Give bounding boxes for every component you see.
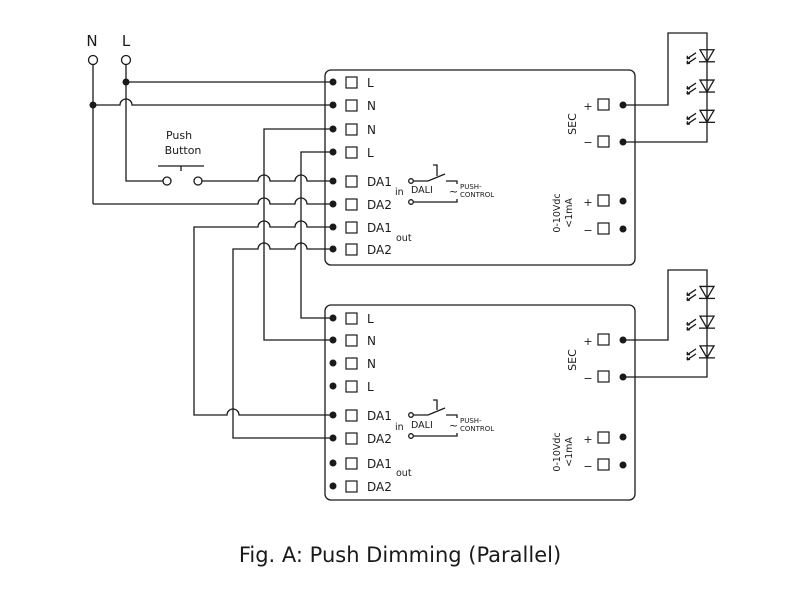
led-diode-icon [686, 109, 716, 125]
svg-text:N: N [367, 334, 376, 348]
svg-text:+: + [583, 335, 592, 348]
svg-text:0-10Vdc: 0-10Vdc [552, 432, 563, 471]
svg-text:DA2: DA2 [367, 243, 392, 257]
push-button-label-2: Button [165, 144, 202, 157]
driver-top-terminal-8: DA2 [329, 243, 392, 257]
driver-bottom-terminal-3: N [329, 357, 376, 371]
svg-text:+: + [583, 196, 592, 209]
driver-bottom-tilde: ~ [449, 419, 458, 432]
led-diode-icon [686, 49, 716, 65]
svg-text:−: − [583, 136, 592, 149]
driver-bottom-box [324, 304, 636, 501]
led-diode-icon [686, 345, 716, 361]
driver-top-terminal-6: DA2 [329, 198, 392, 212]
driver-top-tilde: ~ [449, 185, 458, 198]
svg-text:<1mA: <1mA [564, 198, 575, 228]
driver-top-dim-input: 0-10Vdc <1mA + − [552, 193, 627, 237]
driver-top-box [324, 69, 636, 266]
driver-bottom-out-label: out [396, 468, 412, 479]
svg-text:L: L [367, 76, 374, 90]
driver-bottom-sec-label: SEC [566, 349, 579, 371]
svg-text:DA1: DA1 [367, 221, 392, 235]
driver-top-sec-label: SEC [566, 113, 579, 135]
led-string-bottom [623, 269, 716, 378]
driver-bottom-dali-switch: in DALI ~ PUSH- CONTROL [395, 399, 494, 439]
driver-bottom-dim-input: 0-10Vdc <1mA + − [552, 431, 627, 473]
driver-top-in-label: in [395, 187, 404, 198]
svg-text:DA2: DA2 [367, 198, 392, 212]
driver-top-push-control-1: PUSH- [460, 183, 482, 191]
driver-bottom-push-control-2: CONTROL [460, 425, 494, 433]
driver-bottom-dali-label: DALI [411, 420, 433, 431]
svg-text:<1mA: <1mA [564, 437, 575, 467]
svg-text:DA1: DA1 [367, 457, 392, 471]
svg-text:L: L [367, 146, 374, 160]
driver-top-dali-label: DALI [411, 185, 433, 196]
svg-text:L: L [367, 380, 374, 394]
push-button: Push Button [158, 129, 204, 186]
svg-text:−: − [583, 372, 592, 385]
svg-text:−: − [583, 460, 592, 473]
driver-top-push-control-2: CONTROL [460, 191, 494, 199]
svg-text:N: N [367, 123, 376, 137]
driver-top-terminal-4: L [329, 146, 374, 160]
driver-top-out-label: out [396, 233, 412, 244]
l-input-label: L [122, 32, 131, 50]
driver-bottom-terminal-8: DA2 [329, 480, 392, 494]
svg-text:N: N [367, 99, 376, 113]
svg-text:+: + [583, 100, 592, 113]
driver-bottom-in-label: in [395, 422, 404, 433]
svg-text:DA1: DA1 [367, 175, 392, 189]
svg-text:−: − [583, 224, 592, 237]
n-input-label: N [86, 32, 97, 50]
svg-text:+: + [583, 433, 592, 446]
driver-top-terminals: L N N L DA1 DA2 DA1 DA2 [329, 76, 392, 257]
driver-bottom-terminals: L N N L DA1 DA2 DA1 DA2 [329, 312, 392, 494]
led-diode-icon [686, 79, 716, 95]
driver-bottom-terminal-7: DA1 [329, 457, 392, 471]
svg-text:DA2: DA2 [367, 432, 392, 446]
push-button-label-1: Push [166, 129, 192, 142]
led-string-top [623, 32, 716, 143]
l-input-terminal [120, 54, 132, 66]
svg-text:N: N [367, 357, 376, 371]
driver-bottom-terminal-4: L [329, 380, 374, 394]
driver-top-terminal-5: DA1 [329, 175, 392, 189]
figure-caption: Fig. A: Push Dimming (Parallel) [239, 543, 561, 567]
svg-text:L: L [367, 312, 374, 326]
svg-text:DA1: DA1 [367, 409, 392, 423]
driver-top-dali-switch: in DALI ~ PUSH- CONTROL [395, 164, 494, 205]
wiring [89, 65, 333, 439]
led-diode-icon [686, 285, 716, 302]
n-input-terminal [87, 54, 99, 66]
driver-bottom-push-control-1: PUSH- [460, 417, 482, 425]
led-diode-icon [686, 315, 716, 331]
svg-text:DA2: DA2 [367, 480, 392, 494]
svg-text:0-10Vdc: 0-10Vdc [552, 193, 563, 232]
